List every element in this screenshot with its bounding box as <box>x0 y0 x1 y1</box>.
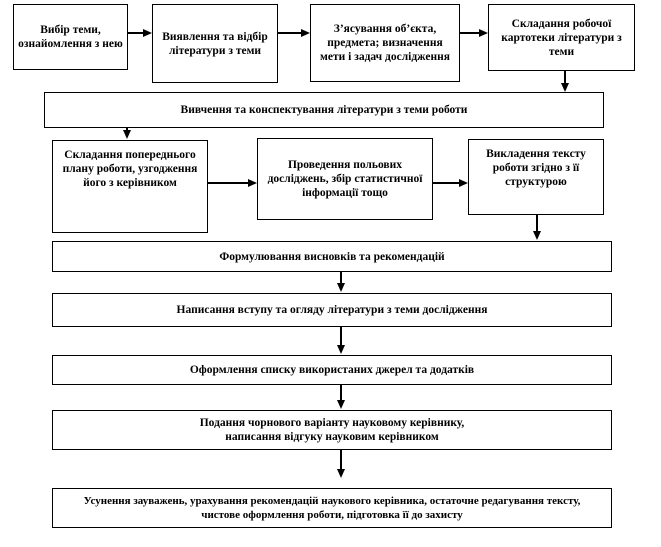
arrow-s8-s9-head-icon <box>533 231 541 240</box>
step-2-box-literature-search: Виявлення та відбір літератури з теми <box>152 4 278 83</box>
step-6-box-preliminary-plan: Складання попереднього плану роботи, узг… <box>52 140 208 233</box>
arrow-s1-s2-head-icon <box>143 29 152 37</box>
arrow-s4-s5-shaft <box>564 71 566 84</box>
arrow-s6-s7-shaft <box>208 182 249 184</box>
arrow-s10-s11-head-icon <box>337 345 345 354</box>
step-8-box-text-writing: Викладення тексту роботи згідно з її стр… <box>468 139 604 215</box>
arrow-s2-s3-shaft <box>278 32 302 34</box>
arrow-s6-s7-head-icon <box>248 179 257 187</box>
arrow-s8-s9-shaft <box>536 215 538 232</box>
arrow-s12-s13-head-icon <box>337 469 345 478</box>
arrow-s10-s11-shaft <box>340 327 342 346</box>
arrow-s4-s5-head-icon <box>561 83 569 92</box>
arrow-s11-s12-shaft <box>340 385 342 401</box>
arrow-s2-s3-head-icon <box>301 29 310 37</box>
arrow-s9-s10-shaft <box>340 272 342 284</box>
arrow-s1-s2-shaft <box>128 32 144 34</box>
step-13-box-final-editing: Усунення зауважень, урахування рекоменда… <box>52 488 612 528</box>
step-11-box-sources-list: Оформлення списку використаних джерел та… <box>52 355 612 385</box>
arrow-s3-s4-head-icon <box>479 29 488 37</box>
arrow-s3-s4-shaft <box>460 32 480 34</box>
arrow-s7-s8-shaft <box>433 182 460 184</box>
arrow-s7-s8-head-icon <box>459 179 468 187</box>
arrow-s5-s6-head-icon <box>123 130 131 139</box>
step-7-box-field-research: Проведення польових досліджень, збір ста… <box>257 138 433 220</box>
step-4-box-card-index: Складання робочої картотеки літератури з… <box>488 4 635 71</box>
step-10-box-introduction-review: Написання вступу та огляду літератури з … <box>52 293 612 327</box>
arrow-s12-s13-shaft <box>340 450 342 470</box>
step-5-box-literature-study: Вивчення та конспектування літератури з … <box>44 92 604 128</box>
step-12-box-draft-submission: Подання чорнового варіанту науковому кер… <box>52 410 612 450</box>
arrow-s9-s10-head-icon <box>337 283 345 292</box>
step-9-box-conclusions: Формулювання висновків та рекомендацій <box>52 241 612 272</box>
arrow-s11-s12-head-icon <box>337 400 345 409</box>
step-3-box-object-subject-goals: З’ясування об’єкта, предмета; визначення… <box>310 4 460 82</box>
step-1-box-topic-selection: Вибір теми, ознайомлення з нею <box>13 4 128 70</box>
